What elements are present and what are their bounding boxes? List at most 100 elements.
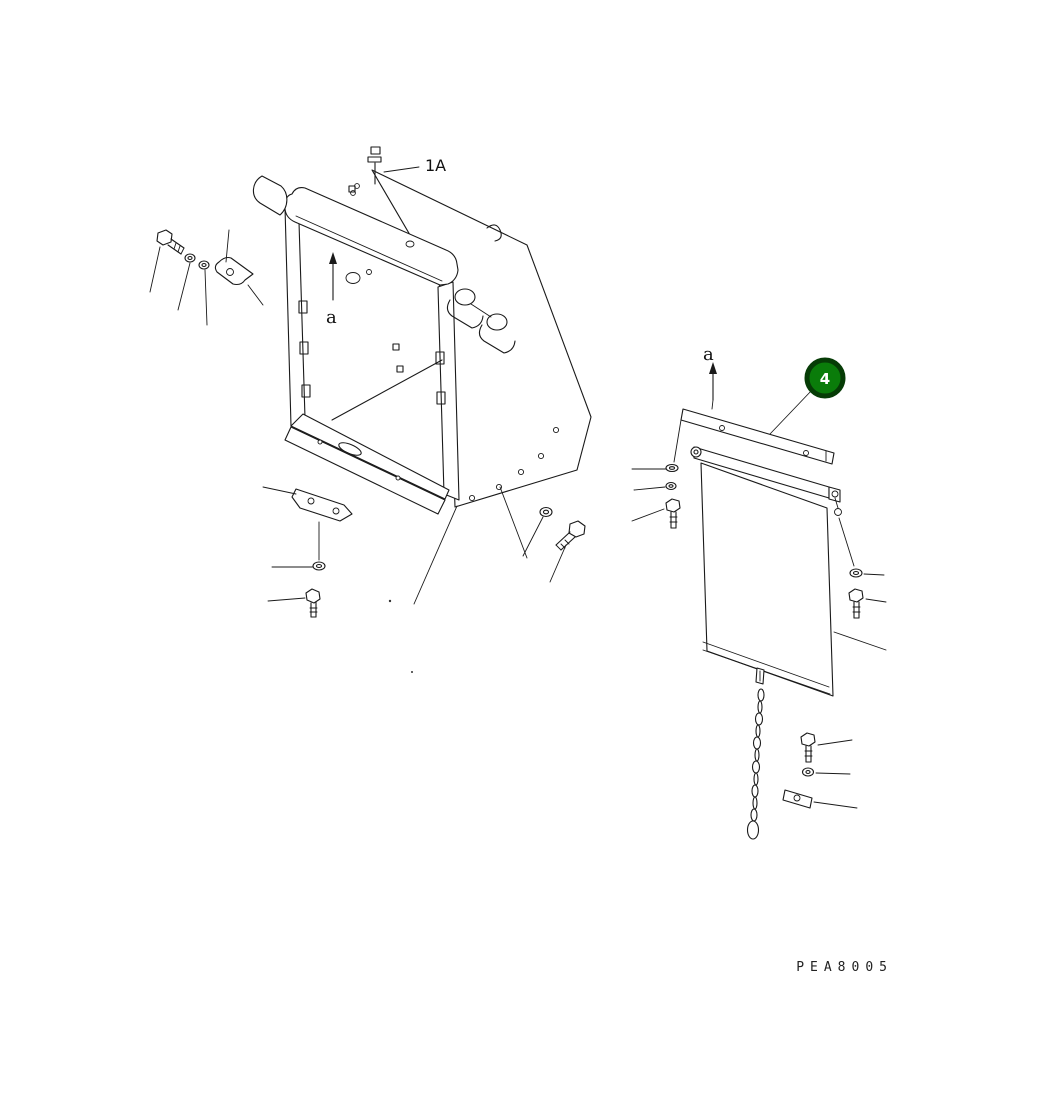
bolt-head bbox=[305, 588, 321, 604]
washer-outer bbox=[539, 506, 553, 518]
chain-anchor-bracket bbox=[782, 789, 813, 809]
bracket-hole bbox=[332, 507, 340, 515]
bottom-beam bbox=[290, 413, 450, 500]
roller-end-cap-hole bbox=[693, 449, 699, 455]
washer-outer bbox=[801, 767, 815, 777]
panel-hook bbox=[486, 224, 502, 242]
callout-4: 4 bbox=[769, 357, 846, 435]
clamp-flange bbox=[478, 324, 516, 354]
chain-link bbox=[752, 796, 758, 810]
washer-icon bbox=[184, 253, 196, 263]
chain-link bbox=[757, 700, 763, 714]
chain-link bbox=[754, 712, 764, 726]
right-fastener-stack bbox=[833, 517, 887, 651]
bolt-tip bbox=[180, 247, 185, 255]
leader-line bbox=[247, 284, 264, 306]
leader-line bbox=[813, 801, 858, 809]
base-plate bbox=[284, 426, 446, 515]
diagonal-brace bbox=[331, 359, 443, 421]
leader-line bbox=[177, 262, 191, 311]
arrow-head-icon bbox=[329, 252, 337, 264]
section-arrow-left: a bbox=[326, 252, 337, 328]
leader-line bbox=[204, 269, 208, 326]
roller-curtain-assembly bbox=[631, 408, 887, 840]
leader-line bbox=[865, 598, 887, 603]
base-slot bbox=[338, 442, 362, 456]
foot-bracket bbox=[291, 488, 353, 522]
assembly-line bbox=[673, 419, 682, 463]
chain-link bbox=[751, 784, 759, 798]
bracket-hole bbox=[793, 794, 801, 802]
curtain-sheet bbox=[700, 462, 834, 697]
bolt-tip bbox=[555, 544, 562, 551]
leader-line bbox=[633, 486, 666, 491]
washer-inner bbox=[187, 255, 193, 261]
chain-link bbox=[753, 772, 759, 786]
assembly-line bbox=[838, 517, 855, 567]
bolt-icon bbox=[800, 732, 816, 763]
section-hole bbox=[345, 272, 361, 284]
panel-hole bbox=[552, 426, 560, 434]
rail-outline bbox=[680, 408, 835, 465]
washer-inner bbox=[668, 466, 676, 470]
curtain-bottom-bar bbox=[702, 649, 831, 695]
bolt-icon bbox=[555, 520, 586, 551]
clamp-boss bbox=[486, 313, 508, 331]
lower-right-hardware bbox=[413, 486, 586, 605]
lower-left-hardware bbox=[262, 486, 353, 618]
pull-chain bbox=[746, 667, 765, 840]
callout-number: 4 bbox=[820, 370, 830, 388]
leader-line bbox=[769, 389, 813, 435]
panel-hole bbox=[468, 494, 476, 502]
bottom-fastener-group bbox=[782, 732, 858, 809]
curtain-bottom-bar bbox=[702, 641, 830, 688]
panel-hole bbox=[517, 468, 525, 476]
roller-bar bbox=[690, 446, 842, 516]
bolt-icon bbox=[665, 498, 681, 529]
washer-icon bbox=[665, 463, 679, 473]
clamp-flange bbox=[446, 299, 484, 329]
leader-line bbox=[225, 229, 230, 263]
washer-outer bbox=[312, 561, 326, 571]
leader-line bbox=[549, 544, 567, 583]
bracket-hole bbox=[831, 490, 839, 498]
leader-line bbox=[815, 772, 851, 775]
bolt-head bbox=[800, 732, 816, 747]
washer-icon bbox=[849, 568, 863, 578]
chain-link bbox=[750, 808, 758, 822]
section-label-right: a bbox=[703, 344, 714, 365]
small-hole bbox=[366, 269, 372, 275]
bolt-shaft bbox=[555, 531, 571, 546]
chain-end-loop bbox=[746, 820, 760, 840]
left-flange-casting bbox=[252, 175, 288, 216]
beam-hole bbox=[405, 240, 415, 248]
radiator-guard-assembly bbox=[149, 146, 592, 673]
clamp-link bbox=[470, 303, 492, 318]
leader-line bbox=[149, 246, 161, 293]
leader-line bbox=[262, 486, 297, 495]
rail-hole bbox=[803, 450, 809, 456]
foot-bracket-outline bbox=[291, 488, 353, 522]
leader-line bbox=[833, 631, 887, 651]
post-tab bbox=[299, 341, 309, 355]
left-fastener-stack bbox=[631, 419, 682, 529]
leader-line bbox=[499, 486, 528, 559]
leader-line bbox=[817, 739, 853, 746]
washer-inner bbox=[805, 769, 811, 775]
leader-line bbox=[413, 505, 458, 605]
spring-washer-icon bbox=[665, 481, 677, 491]
clamp-boss bbox=[454, 288, 476, 306]
washer-outer bbox=[849, 568, 863, 578]
chain-link bbox=[752, 736, 762, 750]
washer-inner bbox=[542, 509, 550, 515]
leader-line bbox=[383, 166, 420, 173]
callout-circle bbox=[804, 357, 846, 399]
drawing-code: PEA8005 bbox=[796, 960, 893, 975]
speck bbox=[411, 671, 413, 673]
rail-hole bbox=[719, 425, 725, 431]
chain-link bbox=[755, 724, 761, 738]
spring-washer-icon bbox=[198, 260, 210, 270]
top-beam-edge bbox=[295, 215, 443, 282]
